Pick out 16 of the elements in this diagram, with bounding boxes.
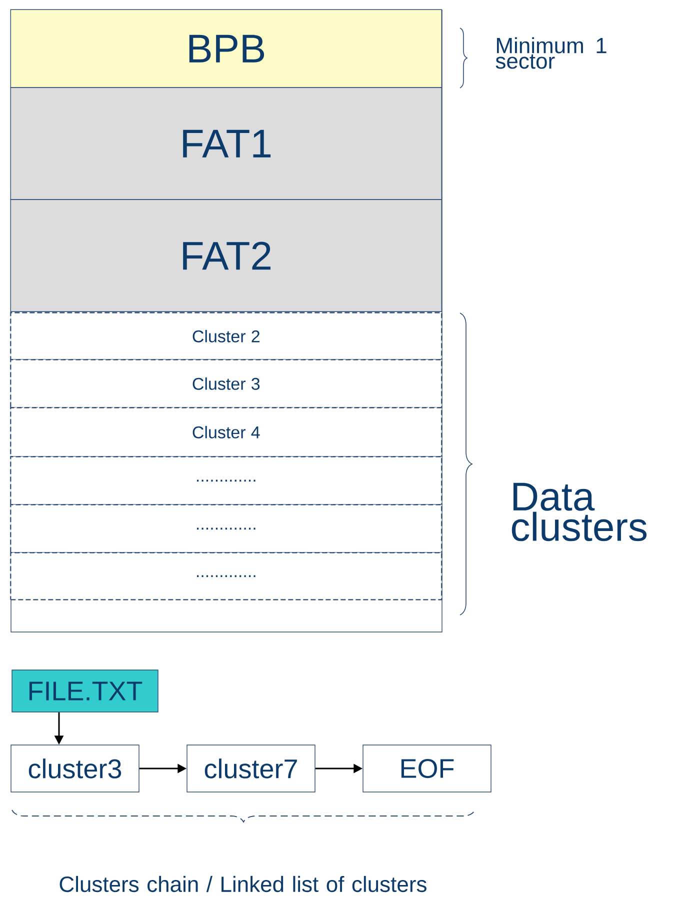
cluster-box: Cluster 4 [10, 407, 442, 458]
region-box: FAT2 [10, 199, 442, 312]
file-box: FILE.TXT [12, 670, 158, 712]
annotation-text: Clusters chain / Linked list of clusters [60, 876, 426, 892]
cluster-box: cluster7 [186, 744, 316, 792]
cluster-box: ............. [10, 552, 442, 600]
cluster-box: ............. [10, 456, 442, 506]
region-box: FAT1 [10, 87, 442, 200]
cluster-box: ............. [10, 504, 442, 554]
cluster-box: Cluster 3 [10, 359, 442, 408]
cluster-box: cluster3 [10, 744, 140, 792]
region-box: BPB [10, 9, 442, 88]
annotation-text: Data clusters [512, 482, 647, 542]
cluster-box: EOF [362, 744, 492, 792]
cluster-box: Cluster 2 [10, 312, 442, 360]
annotation-text: Minimum 1 sector [496, 37, 606, 69]
